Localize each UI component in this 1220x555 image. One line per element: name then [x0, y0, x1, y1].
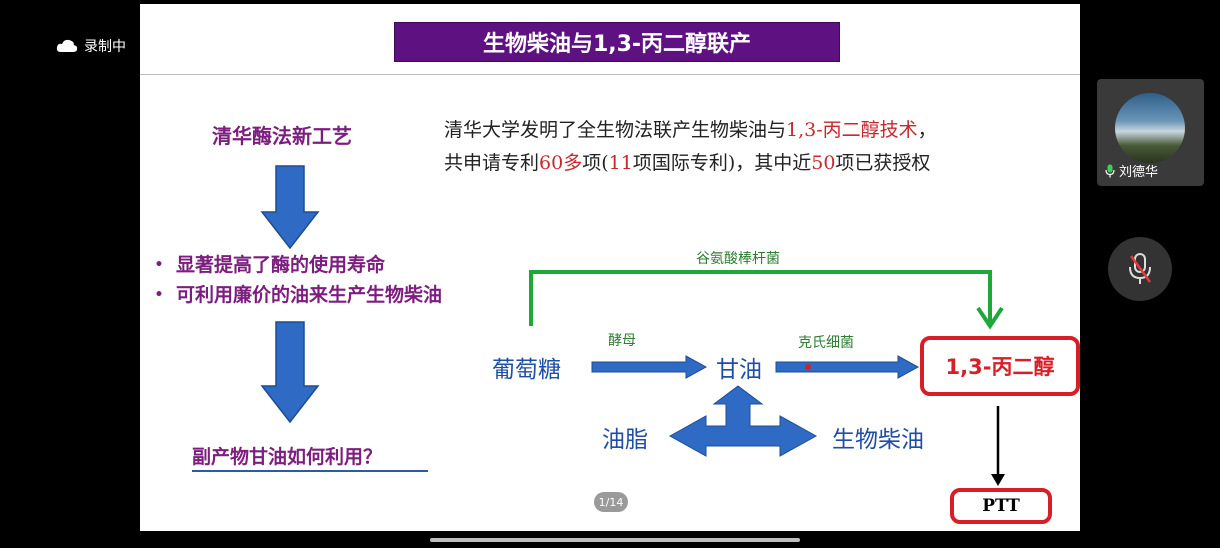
slide-title: 生物柴油与1,3-丙二醇联产 [394, 22, 840, 62]
list-item: •可利用廉价的油来生产生物柴油 [148, 280, 443, 310]
arrow-oil-biodiesel-glycerol [668, 385, 818, 457]
avatar [1115, 93, 1185, 163]
product-box: 1,3-丙二醇 [920, 336, 1080, 396]
node-oil: 油脂 [602, 427, 648, 453]
home-indicator-bar[interactable] [430, 538, 800, 542]
bullet-icon: • [154, 287, 164, 303]
node-glycerol: 甘油 [716, 357, 762, 383]
participant-name-tag: 刘德华 [1105, 161, 1158, 180]
page-indicator[interactable]: 1/14 [594, 492, 628, 512]
recording-label: 录制中 [84, 39, 126, 55]
microphone-muted-icon [1129, 253, 1152, 284]
microphone-icon [1105, 164, 1115, 177]
ptt-box: PTT [950, 488, 1052, 524]
left-heading: 清华酶法新工艺 [212, 124, 352, 148]
arrow-glycerol-product [775, 355, 920, 379]
arrow-glucose-glycerol [591, 355, 708, 379]
intro-line-2: 共申请专利60多项(11项国际专利)，其中近50项已获授权 [444, 152, 931, 174]
benefit-list: •显著提高了酶的使用寿命 •可利用廉价的油来生产生物柴油 [148, 250, 443, 310]
title-divider [140, 74, 1080, 75]
flow-diagram-arrows [529, 270, 1005, 486]
node-biodiesel: 生物柴油 [832, 427, 924, 453]
down-arrow-1 [260, 165, 320, 250]
node-glucose: 葡萄糖 [492, 357, 561, 383]
presentation-slide: 生物柴油与1,3-丙二醇联产 清华酶法新工艺 •显著提高了酶的使用寿命 •可利用… [140, 4, 1080, 531]
participant-video-tile[interactable]: 刘德华 [1097, 79, 1204, 186]
cloud-icon [56, 39, 78, 52]
list-item: •显著提高了酶的使用寿命 [148, 250, 442, 280]
intro-text: 清华大学发明了全生物法联产生物柴油与1,3-丙二醇技术， 共申请专利60多项(1… [444, 114, 937, 180]
label-yeast: 酵母 [608, 333, 636, 349]
question-text: 副产物甘油如何利用？ [192, 446, 383, 468]
recording-status: 录制中 [56, 36, 126, 56]
question-underline [192, 470, 428, 472]
participant-name: 刘德华 [1119, 165, 1159, 180]
mute-microphone-button[interactable] [1108, 237, 1172, 301]
down-arrow-2 [260, 321, 320, 424]
bullet-icon: • [154, 257, 164, 273]
label-klebsiella: 克氏细菌 [798, 335, 854, 351]
intro-line-1: 清华大学发明了全生物法联产生物柴油与1,3-丙二醇技术， [444, 119, 937, 141]
green-path-arrow [529, 270, 992, 326]
bottom-strip [0, 548, 1220, 555]
label-corynebacterium: 谷氨酸棒杆菌 [696, 251, 780, 267]
